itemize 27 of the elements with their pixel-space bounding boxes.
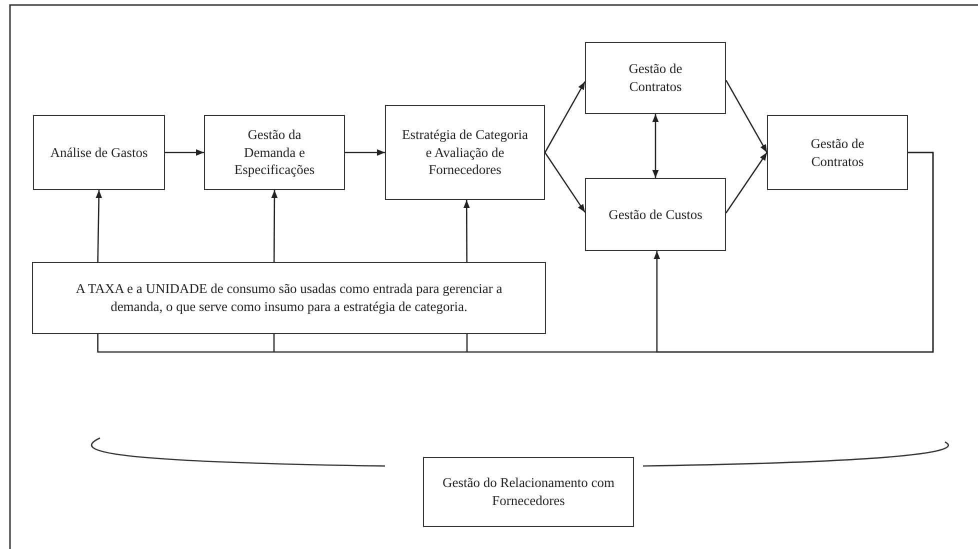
- box-label: Estratégia de Categoria e Avaliação de Fornecedores: [402, 126, 528, 179]
- arrow: [544, 81, 586, 153]
- box-label: Gestão de Custos: [608, 206, 702, 224]
- process-box: [767, 115, 908, 190]
- box-label: Gestão da Demanda e Especificações: [233, 126, 316, 179]
- box-label: Gestão de Contratos: [810, 134, 866, 170]
- process-box: [33, 115, 165, 190]
- arrow: [165, 149, 204, 156]
- arrow: [96, 190, 102, 262]
- process-box: [585, 42, 726, 114]
- box-label: Análise de Gastos: [50, 144, 148, 162]
- arrow: [544, 152, 586, 213]
- process-box: [32, 262, 546, 334]
- arrow: [654, 152, 934, 353]
- box-label: A TAXA e a UNIDADE de consumo são usadas como entrada para gerenciar a demanda, o que serve como insumo para a estratégia de categoria.: [74, 280, 504, 316]
- process-box: [585, 178, 726, 251]
- arrow: [652, 114, 659, 178]
- box-label: Gestão de Contratos: [628, 60, 684, 96]
- process-box: [423, 457, 634, 527]
- process-box: [385, 105, 545, 200]
- box-label: Gestão do Relacionamento com Fornecedores: [441, 474, 616, 510]
- arrow: [271, 190, 278, 262]
- process-box: [204, 115, 345, 190]
- arrow: [725, 80, 768, 153]
- arrow: [725, 152, 768, 214]
- arrow: [345, 149, 385, 156]
- arrow: [463, 200, 470, 262]
